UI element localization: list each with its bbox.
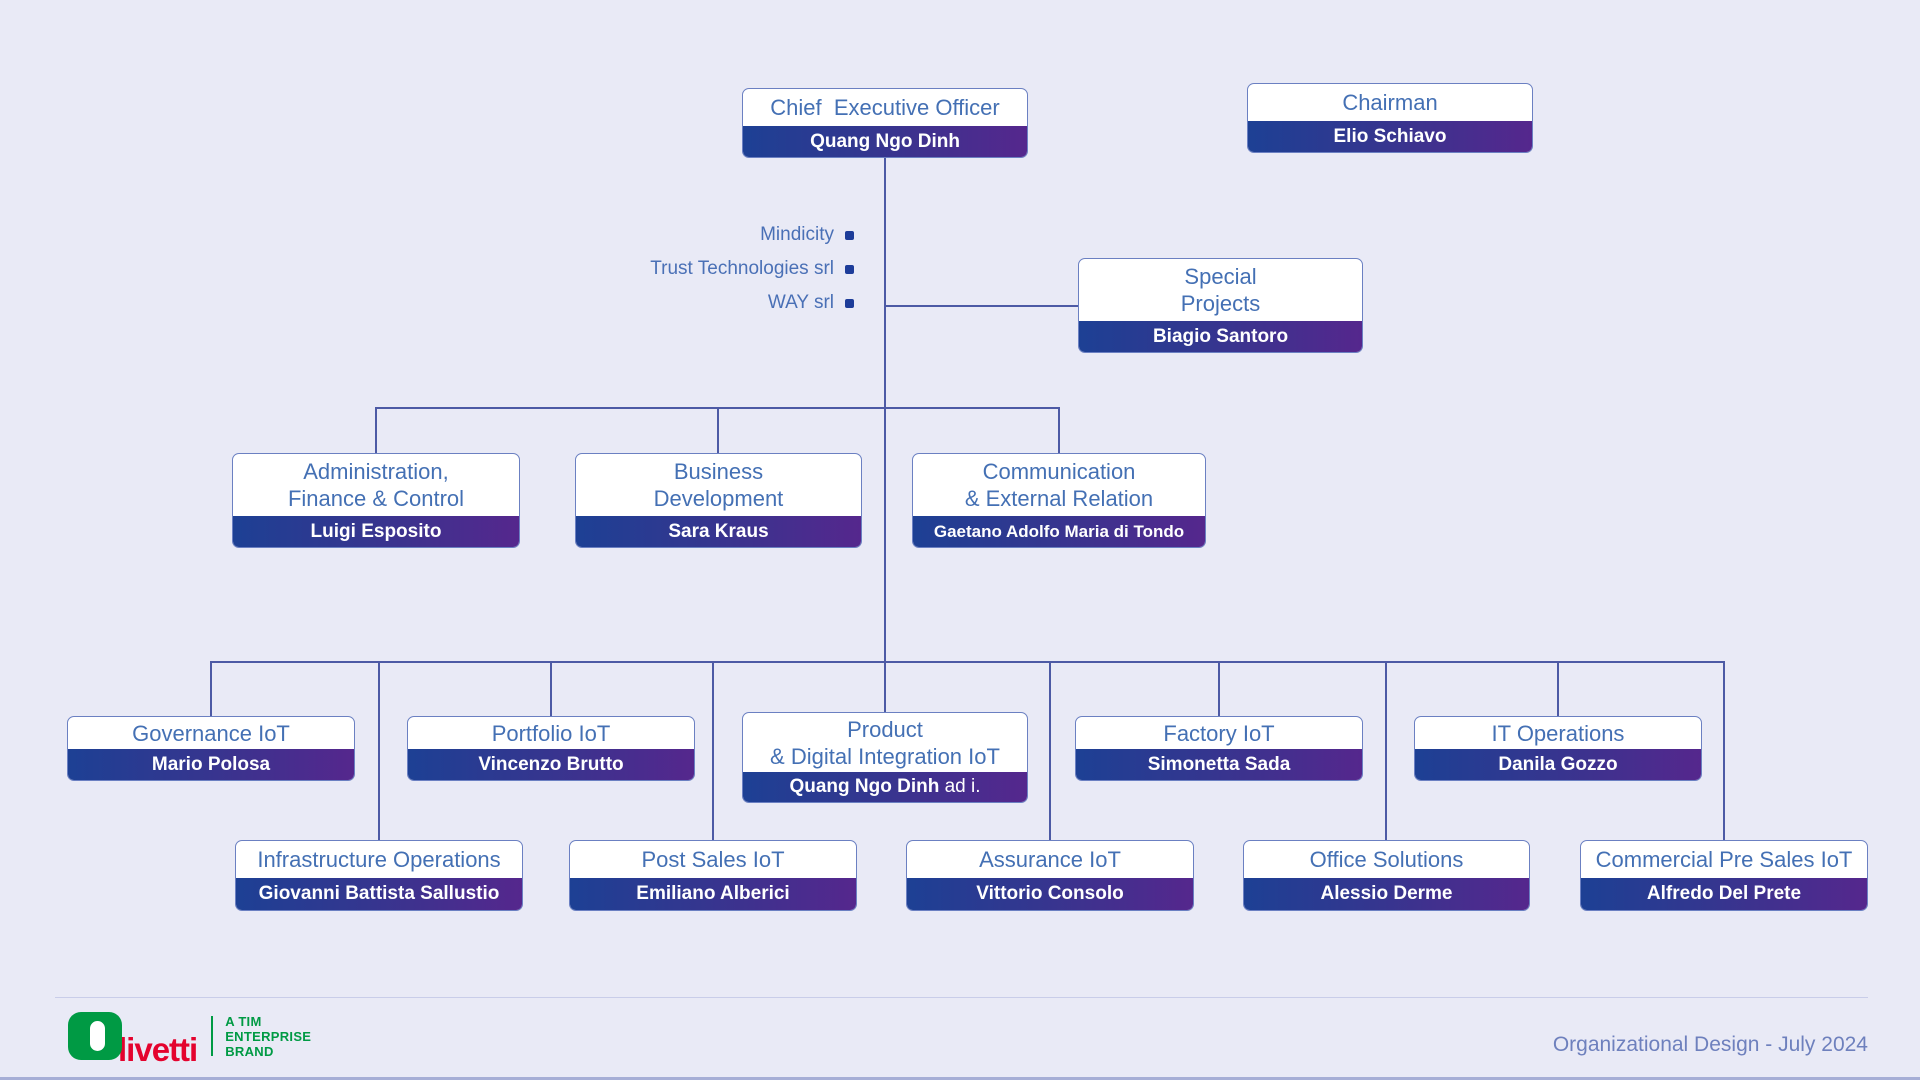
connector-line — [1058, 407, 1060, 453]
org-node-product-digital-integration-iot: Product & Digital Integration IoT Quang … — [742, 712, 1028, 803]
node-title: Product & Digital Integration IoT — [770, 716, 1000, 769]
org-node-it-operations: IT Operations Danila Gozzo — [1414, 716, 1702, 781]
bottom-edge-bar — [0, 1077, 1920, 1080]
connector-line — [211, 661, 1724, 663]
connector-line — [884, 158, 886, 712]
node-name-band: Sara Kraus — [576, 516, 861, 547]
square-bullet-icon — [845, 264, 854, 274]
node-name-band: Elio Schiavo — [1248, 121, 1532, 152]
org-node-business-development: Business Development Sara Kraus — [575, 453, 862, 548]
node-name-band: Vittorio Consolo — [907, 878, 1193, 910]
node-name-band: Vincenzo Brutto — [408, 749, 694, 780]
org-node-administration-finance-control: Administration, Finance & Control Luigi … — [232, 453, 520, 548]
subsidiary-item: WAY srl — [650, 286, 854, 320]
node-name-band: Danila Gozzo — [1415, 749, 1701, 780]
org-node-factory-iot: Factory IoT Simonetta Sada — [1075, 716, 1363, 781]
org-node-portfolio-iot: Portfolio IoT Vincenzo Brutto — [407, 716, 695, 781]
connector-line — [1385, 661, 1387, 840]
subsidiary-label: WAY srl — [767, 292, 834, 313]
node-name-band: Emiliano Alberici — [570, 878, 856, 910]
node-name-band: Biagio Santoro — [1079, 321, 1362, 352]
node-title: Chairman — [1342, 90, 1438, 115]
org-node-office-solutions: Office Solutions Alessio Derme — [1243, 840, 1530, 911]
node-name-band: Mario Polosa — [68, 749, 354, 780]
node-name-band: Luigi Esposito — [233, 516, 519, 547]
node-title: Assurance IoT — [979, 847, 1121, 872]
node-title: Communication & External Relation — [964, 459, 1154, 511]
node-name-band: Alessio Derme — [1244, 878, 1529, 910]
footer-divider — [55, 997, 1868, 998]
node-title: Governance IoT — [132, 720, 290, 746]
connector-line — [1557, 661, 1559, 716]
connector-line — [1049, 661, 1051, 840]
node-title: IT Operations — [1491, 720, 1625, 746]
olivetti-logo: livetti A TIM ENTERPRISE BRAND — [68, 1012, 312, 1066]
org-node-communication-external-relation: Communication & External Relation Gaetan… — [912, 453, 1206, 548]
node-title: Business Development — [653, 459, 784, 511]
olivetti-o-pill — [90, 1021, 105, 1051]
node-title: Portfolio IoT — [491, 720, 611, 746]
connector-line — [885, 305, 1078, 307]
footer-note: Organizational Design - July 2024 — [1552, 1033, 1868, 1056]
subsidiary-item: Trust Technologies srl — [650, 252, 854, 286]
node-title: Factory IoT — [1163, 720, 1275, 746]
node-title: Special Projects — [1180, 264, 1261, 316]
node-name-band: Alfredo Del Prete — [1581, 878, 1867, 910]
connector-line — [378, 661, 380, 840]
org-node-post-sales-iot: Post Sales IoT Emiliano Alberici — [569, 840, 857, 911]
square-bullet-icon — [845, 230, 854, 240]
node-name-band: Giovanni Battista Sallustio — [236, 878, 522, 910]
connector-line — [375, 407, 377, 453]
org-node-commercial-pre-sales-iot: Commercial Pre Sales IoT Alfredo Del Pre… — [1580, 840, 1868, 911]
node-name-band: Gaetano Adolfo Maria di Tondo — [913, 516, 1205, 547]
node-title: Post Sales IoT — [641, 847, 785, 872]
connector-line — [712, 661, 714, 840]
org-node-special-projects: Special Projects Biagio Santoro — [1078, 258, 1363, 353]
org-node-chief-executive-officer: Chief Executive Officer Quang Ngo Dinh — [742, 88, 1028, 158]
olivetti-wordmark: livetti — [118, 1031, 198, 1068]
node-title: Commercial Pre Sales IoT — [1595, 847, 1853, 872]
node-title: Administration, Finance & Control — [287, 459, 465, 511]
subsidiary-label: Mindicity — [760, 224, 834, 245]
node-name-band: Quang Ngo Dinh — [743, 126, 1027, 157]
org-node-chairman: Chairman Elio Schiavo — [1247, 83, 1533, 153]
org-node-assurance-iot: Assurance IoT Vittorio Consolo — [906, 840, 1194, 911]
org-node-governance-iot: Governance IoT Mario Polosa — [67, 716, 355, 781]
square-bullet-icon — [845, 298, 854, 308]
connector-line — [210, 661, 212, 716]
connector-line — [1218, 661, 1220, 716]
connector-line — [1723, 661, 1725, 840]
olivetti-o-icon — [68, 1012, 122, 1060]
node-name-band: Simonetta Sada — [1076, 749, 1362, 780]
node-title: Chief Executive Officer — [770, 95, 1000, 120]
node-title: Office Solutions — [1309, 847, 1464, 872]
subsidiaries-list: Mindicity Trust Technologies srl WAY srl — [650, 218, 854, 320]
org-node-infrastructure-operations: Infrastructure Operations Giovanni Batti… — [235, 840, 523, 911]
node-name-band: Quang Ngo Dinh ad i. — [743, 772, 1027, 802]
tim-enterprise-brand-tagline: A TIM ENTERPRISE BRAND — [225, 1013, 312, 1059]
subsidiary-item: Mindicity — [650, 218, 854, 252]
connector-line — [717, 407, 719, 453]
connector-line — [550, 661, 552, 716]
subsidiary-label: Trust Technologies srl — [650, 258, 834, 279]
node-title: Infrastructure Operations — [257, 847, 501, 872]
logo-divider — [211, 1016, 214, 1056]
